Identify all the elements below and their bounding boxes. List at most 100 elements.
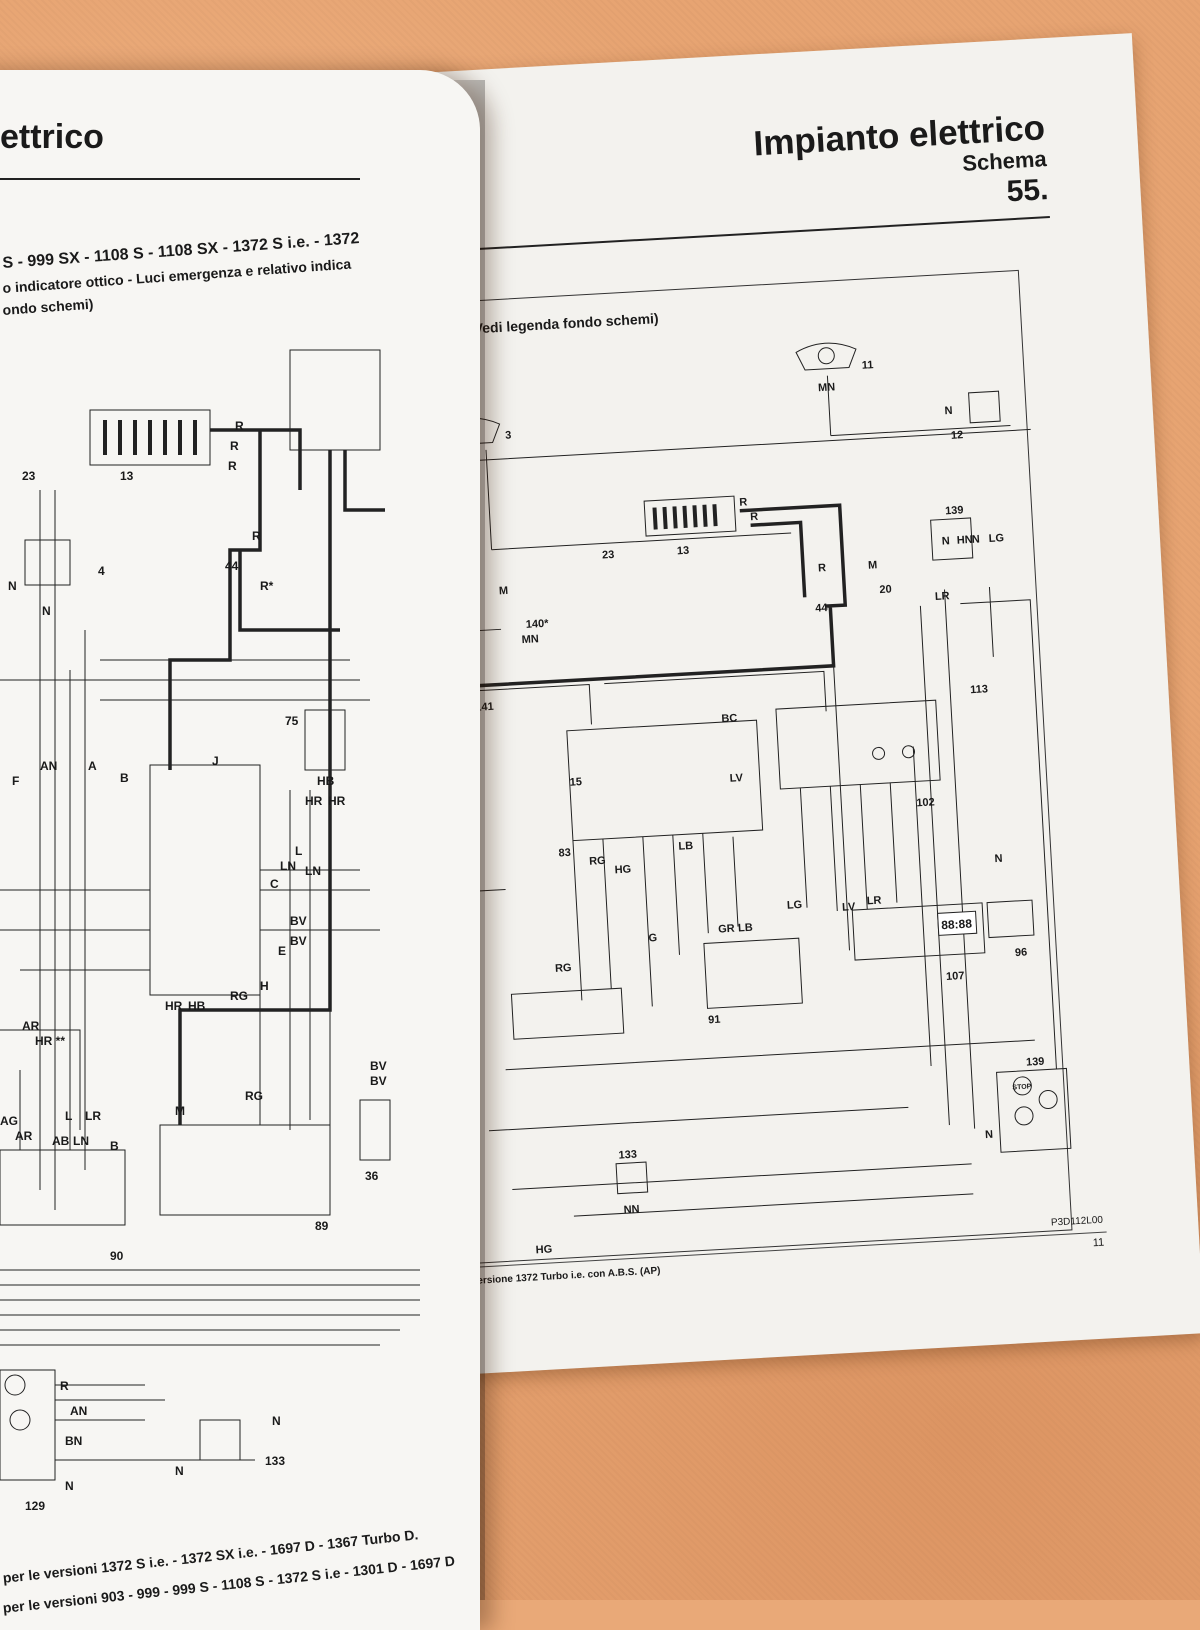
lamp-11-icon xyxy=(795,342,857,371)
label-20: 20 xyxy=(879,583,892,596)
left-page-title: ettrico xyxy=(0,118,104,156)
switch-12-icon xyxy=(968,390,1001,424)
wire-label: N xyxy=(42,604,51,618)
lamp-11-bulb-icon xyxy=(817,347,835,365)
label-107: 107 xyxy=(946,970,965,983)
wire-label: R xyxy=(228,459,237,473)
wire-label: BV xyxy=(290,934,307,948)
label-139-bottom: 139 xyxy=(1026,1056,1045,1069)
connector-letter: B xyxy=(110,1139,119,1153)
panel-129-icon xyxy=(0,1369,56,1481)
wire-label: R xyxy=(252,529,261,543)
wire-label: LR xyxy=(935,590,950,603)
footer-page-number: 11 xyxy=(1092,1236,1105,1250)
clock-107-icon xyxy=(851,902,986,961)
wire-label: LR xyxy=(85,1109,101,1123)
switch-75-icon xyxy=(304,709,346,771)
wire-label: M xyxy=(175,1104,185,1118)
connector-letter: B xyxy=(120,771,129,785)
ignition-switch-icon xyxy=(510,987,625,1040)
label-90: 90 xyxy=(110,1249,124,1263)
wire-label: BV xyxy=(370,1074,387,1088)
wire-label: AR xyxy=(22,1019,40,1033)
wire-label: AN xyxy=(40,759,57,773)
label-129: 129 xyxy=(25,1499,45,1513)
wire-label: LB xyxy=(678,840,693,853)
label-91: 91 xyxy=(708,1014,721,1027)
wire-label: R xyxy=(750,511,759,523)
wire-label: BV xyxy=(370,1059,387,1073)
module-102-icon xyxy=(775,699,941,790)
wire-label: RG xyxy=(555,962,572,975)
wire-label: LG xyxy=(988,532,1004,545)
wire-label: BV xyxy=(290,914,307,928)
wire-label: R xyxy=(60,1379,69,1393)
relay-133-icon xyxy=(199,1419,241,1461)
clock-display-text: 88:88 xyxy=(941,916,973,932)
label-3: 3 xyxy=(505,429,512,441)
wire-label: AG xyxy=(0,1114,18,1128)
wire-label: L xyxy=(295,844,302,858)
right-wiring-diagram: 3 11 12 23 13 44 20 139 140* 141 113 15 … xyxy=(391,342,1072,1256)
wire-label: BN xyxy=(65,1434,82,1448)
wire-label: LN xyxy=(73,1134,89,1148)
wire-label: R xyxy=(818,562,827,574)
wire-label: RG xyxy=(589,855,606,868)
wire-label: RG xyxy=(230,989,248,1003)
wire-label: HN xyxy=(956,534,973,547)
label-133: 133 xyxy=(618,1149,637,1162)
wire-label: A xyxy=(88,759,97,773)
label-44: 44 xyxy=(225,559,239,573)
fusebox-13-icon xyxy=(89,409,211,466)
wire-label: N xyxy=(944,405,953,417)
connector-letter: C xyxy=(270,877,279,891)
wire-label: HB xyxy=(317,774,335,788)
wire-label: N xyxy=(971,533,980,545)
left-wiring-diagram: 23 13 4 44 75 90 89 36 129 133 R R R R R… xyxy=(0,349,420,1513)
flasher-unit-icon xyxy=(289,349,381,451)
label-83: 83 xyxy=(558,847,571,860)
wire-label: HG xyxy=(614,863,631,876)
switch-4-icon xyxy=(24,539,71,586)
label-140: 140* xyxy=(526,618,550,631)
wire-label: LG xyxy=(787,899,803,912)
label-36: 36 xyxy=(365,1169,379,1183)
wire-label: LR xyxy=(866,895,881,908)
label-96: 96 xyxy=(1015,946,1028,959)
sensor-96-icon xyxy=(986,899,1035,939)
label-23: 23 xyxy=(602,549,615,562)
wire-label: N xyxy=(65,1479,74,1493)
relay-139-icon xyxy=(930,517,974,561)
wire-label: M xyxy=(868,559,878,571)
wire-label: LB xyxy=(738,922,753,935)
label-44: 44 xyxy=(815,602,829,615)
wire-label: N xyxy=(985,1129,994,1141)
wire-label: HB xyxy=(188,999,206,1013)
module-83-icon xyxy=(566,719,764,842)
connector-letter: H xyxy=(260,979,269,993)
connector-letter: J xyxy=(212,754,219,768)
wire-label: L xyxy=(65,1109,72,1123)
label-13: 13 xyxy=(120,469,134,483)
label-12: 12 xyxy=(951,429,964,442)
right-page: Impianto elettrico Schema 55. retromarci… xyxy=(330,33,1200,1378)
wire-label: MN xyxy=(818,381,836,394)
connector-letter: F xyxy=(12,774,19,788)
wire-label: R xyxy=(235,419,244,433)
wire-label: N xyxy=(272,1414,281,1428)
label-89: 89 xyxy=(315,1219,329,1233)
wire-label: N xyxy=(175,1464,184,1478)
wire-label: N xyxy=(941,535,950,547)
connector-letter: E xyxy=(278,944,286,958)
wire-label: RG xyxy=(245,1089,263,1103)
panel-139-icon xyxy=(996,1067,1072,1153)
wire-label: G xyxy=(648,932,657,944)
wire-label: HR xyxy=(305,794,323,808)
label-75: 75 xyxy=(285,714,299,728)
wire-label: HG xyxy=(535,1243,552,1256)
label-23: 23 xyxy=(22,469,36,483)
wire-label: N xyxy=(994,853,1003,865)
left-page: ettrico S - 999 SX - 1108 S - 1108 SX - … xyxy=(0,70,480,1630)
wire-label: BC xyxy=(721,712,738,725)
wire-label: N xyxy=(8,579,17,593)
